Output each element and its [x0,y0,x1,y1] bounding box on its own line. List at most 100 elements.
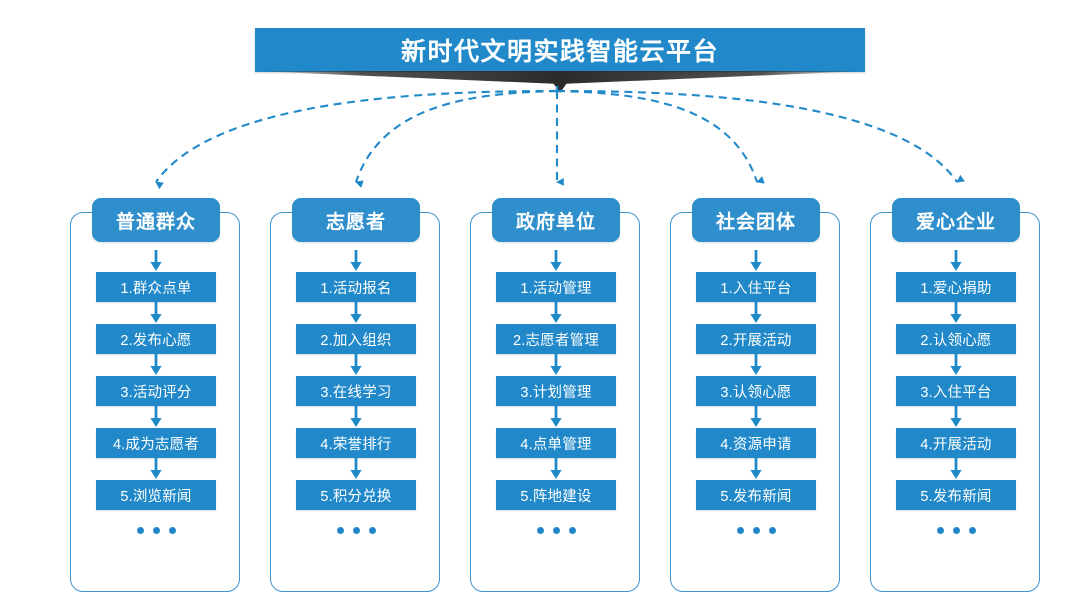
more-items-ellipsis [936,527,976,534]
arrow-down-icon [550,458,562,479]
more-items-ellipsis [336,527,376,534]
flow-item[interactable]: 5.阵地建设 [496,480,616,510]
arrow-down-icon [750,250,762,271]
flow-item[interactable]: 2.加入组织 [296,324,416,354]
flow-item[interactable]: 2.认领心愿 [896,324,1016,354]
ellipsis-dot [768,527,776,534]
flow-item[interactable]: 2.发布心愿 [96,324,216,354]
flow-item-label: 3.计划管理 [520,384,592,401]
arrow-down-icon [950,406,962,427]
column-body: 1.活动报名 2.加入组织 3.在线学习 4.荣誉排行 [270,250,442,534]
flow-item-label: 2.发布心愿 [120,332,192,349]
page-title: 新时代文明实践智能云平台 [400,38,719,66]
arrow-down-icon [150,354,162,375]
flow-item-label: 1.活动管理 [520,280,592,297]
flow-item[interactable]: 3.计划管理 [496,376,616,406]
flow-item-label: 4.成为志愿者 [113,436,199,453]
flow-item[interactable]: 3.活动评分 [96,376,216,406]
flow-item[interactable]: 3.入住平台 [896,376,1016,406]
flow-item[interactable]: 1.入住平台 [696,272,816,302]
arrow-down-icon [950,458,962,479]
arrow-down-icon [350,406,362,427]
arrow-down-icon [550,302,562,323]
flow-item-label: 2.认领心愿 [920,332,992,349]
arrow-down-icon [150,250,162,271]
flow-item[interactable]: 4.点单管理 [496,428,616,458]
arrow-down-icon [950,354,962,375]
column-body: 1.入住平台 2.开展活动 3.认领心愿 4.资源申请 [670,250,842,534]
flow-item[interactable]: 4.资源申请 [696,428,816,458]
column-header-1[interactable]: 志愿者 [292,198,420,242]
flow-item[interactable]: 5.积分兑换 [296,480,416,510]
ellipsis-dot [568,527,576,534]
role-column-2: 政府单位 1.活动管理 2.志愿者管理 3.计划管理 [470,198,642,594]
connector-to-column-1 [155,89,558,190]
ellipsis-dot [336,527,344,534]
arrow-down-icon [350,302,362,323]
column-header-4[interactable]: 爱心企业 [892,198,1020,242]
flow-item[interactable]: 1.活动报名 [296,272,416,302]
flow-item[interactable]: 2.志愿者管理 [496,324,616,354]
column-header-label: 爱心企业 [915,211,996,233]
arrow-down-icon [950,302,962,323]
flow-item-label: 1.活动报名 [320,280,392,297]
connector-to-column-2 [355,89,558,188]
flow-item[interactable]: 4.开展活动 [896,428,1016,458]
flow-item[interactable]: 4.成为志愿者 [96,428,216,458]
ellipsis-dot [552,527,560,534]
flow-item-label: 3.入住平台 [920,384,992,401]
flow-item-label: 5.阵地建设 [520,488,592,505]
flow-item-label: 4.荣誉排行 [320,436,392,453]
platform-title-banner: 新时代文明实践智能云平台 [253,28,867,93]
more-items-ellipsis [736,527,776,534]
flow-item-label: 1.群众点单 [120,280,192,297]
connector-to-column-4 [556,89,765,184]
flow-item-label: 3.活动评分 [120,384,192,401]
arrow-down-icon [750,302,762,323]
connector-to-column-5 [556,89,965,183]
ellipsis-dot [752,527,760,534]
role-column-0: 普通群众 1.群众点单 2.发布心愿 3.活动评分 [70,198,242,594]
flow-item[interactable]: 3.认领心愿 [696,376,816,406]
flow-item-label: 3.在线学习 [320,384,392,401]
ellipsis-dot [368,527,376,534]
ellipsis-dot [352,527,360,534]
ellipsis-dot [168,527,176,534]
flow-item-label: 2.加入组织 [320,332,392,349]
column-body: 1.活动管理 2.志愿者管理 3.计划管理 4.点单管理 [470,250,642,534]
ellipsis-dot [536,527,544,534]
column-header-2[interactable]: 政府单位 [492,198,620,242]
arrow-down-icon [550,354,562,375]
flow-item[interactable]: 5.发布新闻 [696,480,816,510]
flow-item-label: 5.积分兑换 [320,488,392,505]
arrow-down-icon [750,458,762,479]
ellipsis-dot [136,527,144,534]
flow-item[interactable]: 2.开展活动 [696,324,816,354]
flow-item-label: 3.认领心愿 [720,384,792,401]
arrow-down-icon [150,458,162,479]
flow-item[interactable]: 4.荣誉排行 [296,428,416,458]
ellipsis-dot [936,527,944,534]
flow-item[interactable]: 1.群众点单 [96,272,216,302]
flow-item-label: 1.入住平台 [720,280,792,297]
column-header-0[interactable]: 普通群众 [92,198,220,242]
arrow-down-icon [350,250,362,271]
flow-item[interactable]: 5.浏览新闻 [96,480,216,510]
flow-item[interactable]: 5.发布新闻 [896,480,1016,510]
flow-item-label: 5.发布新闻 [720,488,792,505]
column-header-label: 社会团体 [715,211,796,233]
column-body: 1.群众点单 2.发布心愿 3.活动评分 4.成为志愿者 [70,250,242,534]
arrow-down-icon [750,354,762,375]
ellipsis-dot [736,527,744,534]
arrow-down-icon [950,250,962,271]
flow-item[interactable]: 1.活动管理 [496,272,616,302]
flow-item-label: 5.浏览新闻 [120,488,192,505]
more-items-ellipsis [136,527,176,534]
column-header-3[interactable]: 社会团体 [692,198,820,242]
flow-item[interactable]: 3.在线学习 [296,376,416,406]
column-header-label: 志愿者 [325,211,386,233]
column-header-label: 普通群众 [115,211,196,233]
flow-item-label: 2.开展活动 [720,332,792,349]
column-header-label: 政府单位 [515,211,596,233]
flow-item[interactable]: 1.爱心捐助 [896,272,1016,302]
